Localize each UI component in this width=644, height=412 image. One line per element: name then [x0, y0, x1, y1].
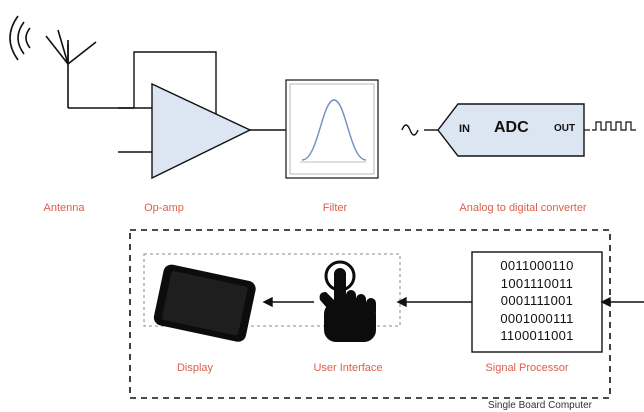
antenna-label: Antenna: [43, 202, 85, 214]
sine-wave-icon: [401, 124, 419, 136]
input-arrow: [600, 296, 644, 308]
op-amp-icon: [118, 51, 286, 180]
binary-row: 0001111001: [500, 293, 574, 309]
interface-subsystem-boundary: [143, 253, 401, 327]
single-board-computer-label: Single Board Computer: [488, 400, 592, 411]
display-label: Display: [176, 362, 214, 374]
signal-processor-label: Signal Processor: [485, 362, 569, 374]
adc-out-label: OUT: [554, 123, 576, 134]
user-interface-label: User Interface: [313, 362, 383, 374]
radio-waves-icon: [9, 15, 31, 61]
antenna-icon: [45, 29, 134, 109]
binary-row: 0001000111: [500, 310, 574, 326]
signal-processor-box: [471, 251, 603, 353]
binary-row: 1001110011: [500, 275, 574, 291]
processor-to-ui-arrow: [396, 296, 472, 308]
pointing-hand-icon: [319, 260, 376, 342]
filter-label: Filter: [322, 202, 348, 214]
adc-label: Analog to digital converter: [459, 202, 587, 214]
binary-data-block: 0011000110 1001110011 0001111001 0001000…: [476, 257, 598, 345]
square-wave-icon: [584, 121, 636, 131]
tablet-icon: [153, 264, 256, 342]
adc-title: ADC: [494, 119, 529, 136]
ui-to-display-arrow: [262, 296, 314, 308]
single-board-computer-boundary: [129, 229, 611, 399]
binary-row: 0011000110: [500, 258, 574, 273]
adc-in-label: IN: [459, 123, 470, 135]
op-amp-label: Op-amp: [144, 202, 184, 214]
filter-icon: [285, 79, 379, 179]
binary-row: 1100011001: [500, 328, 574, 344]
